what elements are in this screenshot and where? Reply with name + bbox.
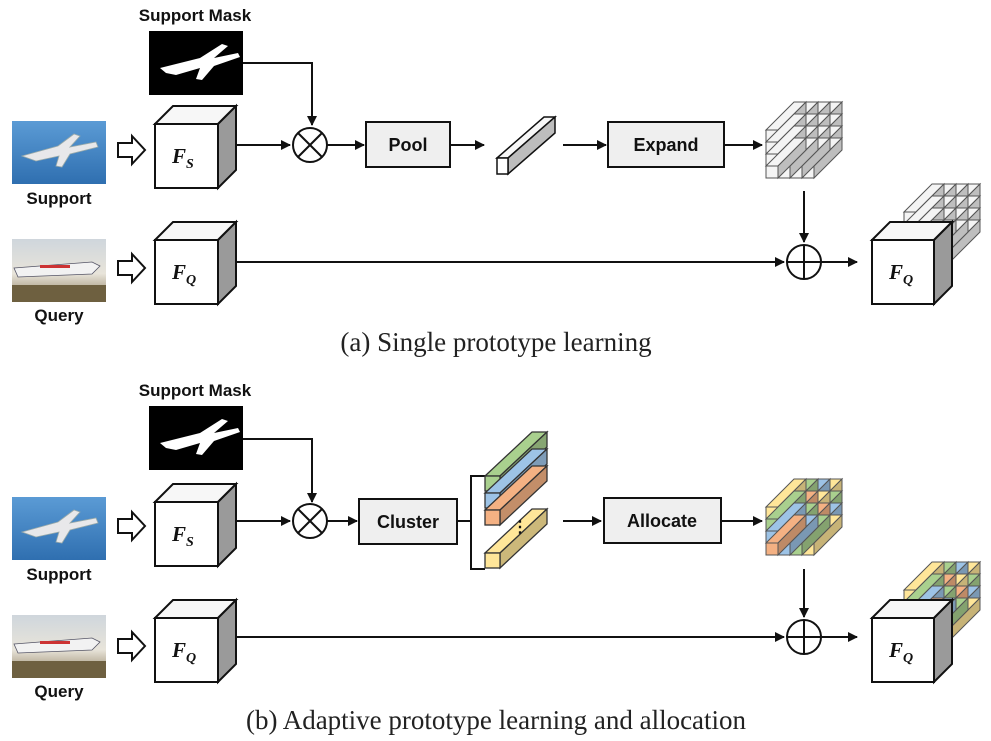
- grid-cell: [764, 136, 808, 180]
- support-image: [12, 121, 106, 184]
- cluster-box: [358, 498, 458, 545]
- airplane-silhouette-icon: [160, 419, 240, 455]
- query-image: [12, 239, 106, 302]
- airplane-photo-icon: [20, 509, 99, 544]
- caption-b: (b) Adaptive prototype learning and allo…: [246, 705, 747, 735]
- allocate-label: Allocate: [627, 511, 697, 531]
- fs-symbol: FS: [171, 522, 194, 550]
- support-feature-cube: [152, 481, 239, 569]
- expanded-prototype-grid: [764, 100, 844, 180]
- support-mask-label: Support Mask: [139, 6, 252, 25]
- output-feature-cube: [869, 597, 955, 685]
- hollow-arrow-icon: [117, 629, 147, 663]
- cluster-label: Cluster: [377, 512, 439, 532]
- output-feature-cube: [869, 219, 955, 307]
- airliner-photo-icon: [13, 261, 101, 278]
- query-image: [12, 615, 106, 678]
- add-operator-icon: [786, 619, 822, 655]
- prototype-bar: [483, 464, 549, 527]
- prototype-vector: [494, 115, 558, 176]
- add-operator-icon: [786, 244, 822, 280]
- caption-a: (a) Single prototype learning: [340, 327, 651, 357]
- query-feature-cube: [152, 219, 239, 307]
- grid-cell: [764, 513, 808, 557]
- ellipsis-dots: ⋮: [512, 519, 528, 536]
- fq-symbol: FQ: [171, 260, 196, 288]
- support-mask-label: Support Mask: [139, 381, 252, 400]
- output-fq-symbol: FQ: [888, 260, 913, 288]
- fs-symbol: FS: [171, 144, 194, 172]
- hollow-arrow-icon: [117, 133, 147, 167]
- support-image: [12, 497, 106, 560]
- fq-symbol: FQ: [171, 638, 196, 666]
- output-fq-symbol: FQ: [888, 638, 913, 666]
- cluster-bracket: [470, 475, 485, 570]
- hollow-arrow-icon: [117, 251, 147, 285]
- support-mask-image: [149, 31, 243, 95]
- support-label: Support: [26, 189, 91, 208]
- airplane-photo-icon: [20, 133, 99, 168]
- hollow-arrow-icon: [117, 509, 147, 543]
- airliner-photo-icon: [13, 637, 101, 654]
- multiply-operator-icon: [292, 127, 328, 163]
- support-label: Support: [26, 565, 91, 584]
- multiple-prototypes: [483, 430, 549, 570]
- support-feature-cube: [152, 103, 239, 191]
- pool-label: Pool: [389, 135, 428, 155]
- query-feature-cube: [152, 597, 239, 685]
- expand-label: Expand: [633, 135, 698, 155]
- query-label: Query: [34, 306, 84, 325]
- allocated-prototype-grid: [764, 477, 844, 557]
- support-mask-image: [149, 406, 243, 470]
- airplane-silhouette-icon: [160, 44, 240, 80]
- multiply-operator-icon: [292, 503, 328, 539]
- pool-box: [365, 121, 451, 168]
- prototype-bar: [483, 507, 549, 570]
- query-label: Query: [34, 682, 84, 701]
- panel-b: [12, 406, 982, 685]
- panel-a: [12, 31, 982, 307]
